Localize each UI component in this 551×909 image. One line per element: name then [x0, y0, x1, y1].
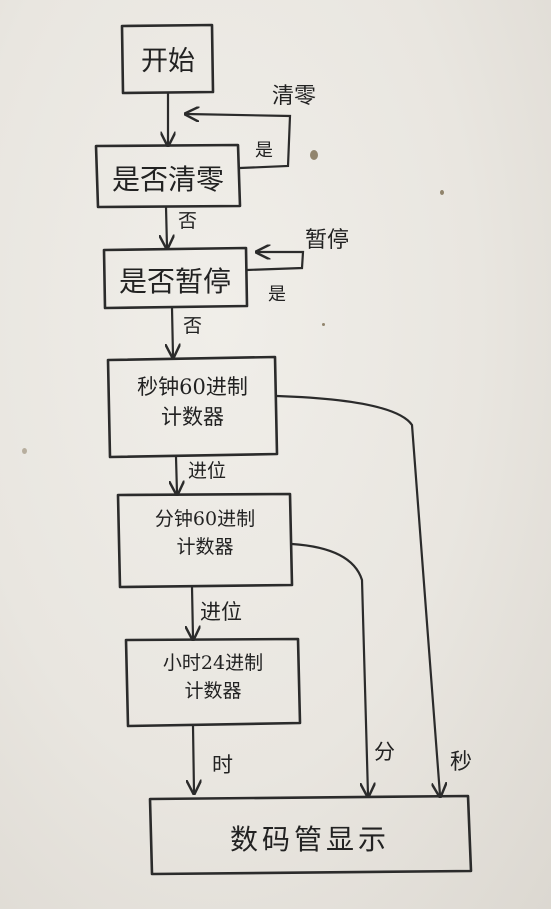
seconds-counter-line2: 计数器 [161, 405, 224, 430]
minutes-counter-box [116, 492, 294, 589]
clear-check-label: 是否清零 [111, 163, 224, 196]
carry-sec-label: 进位 [188, 460, 227, 482]
clear-loop-arrow [187, 114, 292, 170]
arrow-hours-to-display [193, 724, 194, 792]
stain-spot [310, 150, 318, 160]
clear-no-label: 否 [178, 210, 198, 232]
pause-check-box [102, 246, 249, 310]
seconds-counter-label: 秒钟60进制 计数器 [110, 372, 275, 433]
display-node-label: 数码管显示 [229, 823, 390, 856]
clear-check-box [94, 143, 242, 209]
seconds-counter-box [106, 355, 279, 459]
start-box [120, 23, 215, 95]
stain-spot [322, 323, 325, 326]
carry-min-label: 进位 [200, 600, 242, 624]
hour-edge-label: 时 [212, 753, 233, 777]
hours-counter-line1: 小时24进制 [162, 652, 264, 674]
second-edge-label: 秒 [450, 750, 473, 775]
seconds-to-display-arrow [275, 394, 440, 795]
minutes-counter-label: 分钟60进制 计数器 [120, 506, 290, 561]
minute-edge-label: 分 [374, 740, 395, 764]
start-node-label: 开始 [141, 46, 195, 77]
clear-edge-label: 清零 [272, 84, 317, 109]
hours-counter-box [124, 637, 302, 728]
minutes-counter-line2: 计数器 [176, 535, 234, 558]
stain-spot [440, 190, 444, 195]
hours-counter-label: 小时24进制 计数器 [128, 650, 298, 705]
minutes-to-display-arrow [290, 542, 368, 795]
pause-yes-label: 是 [268, 284, 286, 305]
arrow-pause-to-seconds [172, 306, 173, 356]
pause-no-label: 否 [183, 315, 203, 337]
arrow-minutes-to-hours [192, 585, 193, 638]
pause-edge-label: 暂停 [305, 228, 350, 253]
arrow-clear-to-pause [166, 205, 167, 247]
arrow-seconds-to-minutes [176, 455, 177, 493]
stain-spot [22, 448, 27, 454]
pause-loop-arrow [245, 252, 305, 272]
minutes-counter-line1: 分钟60进制 [154, 508, 256, 530]
hours-counter-line2: 计数器 [184, 679, 242, 702]
seconds-counter-line1: 秒钟60进制 [137, 375, 248, 399]
clear-yes-label: 是 [255, 140, 273, 161]
pause-check-label: 是否暂停 [118, 265, 231, 298]
